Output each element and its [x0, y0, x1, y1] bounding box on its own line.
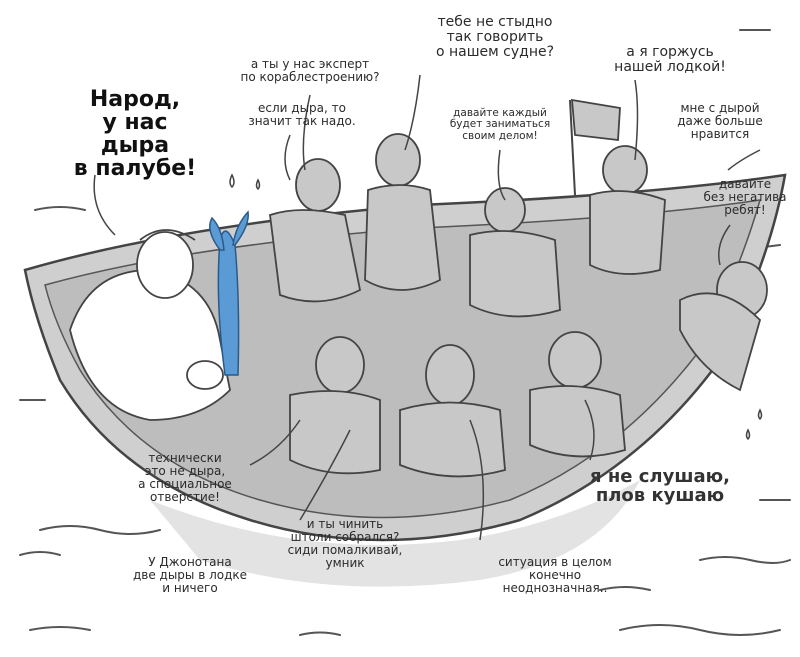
water-waves	[19, 29, 791, 636]
seated-man-1	[269, 158, 362, 303]
caption-situation-ambiguous: ситуация в целом конечно неоднозначная..	[498, 555, 612, 595]
caption-will-you-fix: и ты чинить штоли собрался? сиди помалки…	[287, 517, 403, 570]
alarmed-man-figure	[69, 229, 231, 421]
pointing-man	[289, 336, 381, 475]
eating-man	[529, 331, 626, 458]
boat-flag-icon	[571, 98, 621, 142]
water-drops	[229, 173, 763, 441]
caption-not-ashamed: тебе не стыдно так говорить о нашем судн…	[435, 14, 555, 61]
caption-like-hole-more: мне с дырой даже больше нравится	[677, 101, 763, 141]
water-reflection	[150, 480, 640, 587]
caption-jonathan-two-holes: У Джонотана две дыры в лодке и ничего	[132, 555, 248, 595]
caption-proud-of-boat: а я горжусь нашей лодкой!	[614, 44, 726, 76]
woman-figure	[469, 187, 561, 318]
caption-mind-own-business: давайте каждый будет заниматься своим де…	[449, 107, 551, 142]
water-jet	[209, 210, 249, 376]
leaning-man	[679, 261, 768, 392]
caption-technically-not-hole: технически это не дыра, а специальное от…	[138, 451, 232, 504]
caption-no-negativity: давайте без негатива ребят!	[703, 177, 787, 217]
caption-hole-alert: Народ, у нас дыра в палубе!	[73, 87, 197, 182]
flag-woman	[569, 98, 666, 275]
speech-pointers	[93, 74, 761, 541]
caption-if-hole-needed: если дыра, то значит так надо.	[248, 101, 356, 128]
caption-not-listening: я не слушаю, плов кушаю	[590, 466, 730, 506]
standing-man	[364, 133, 441, 291]
caption-shipbuilding-expert: а ты у нас эксперт по кораблестроению?	[240, 57, 380, 84]
passengers	[69, 98, 768, 478]
facepalm-man	[399, 344, 506, 478]
